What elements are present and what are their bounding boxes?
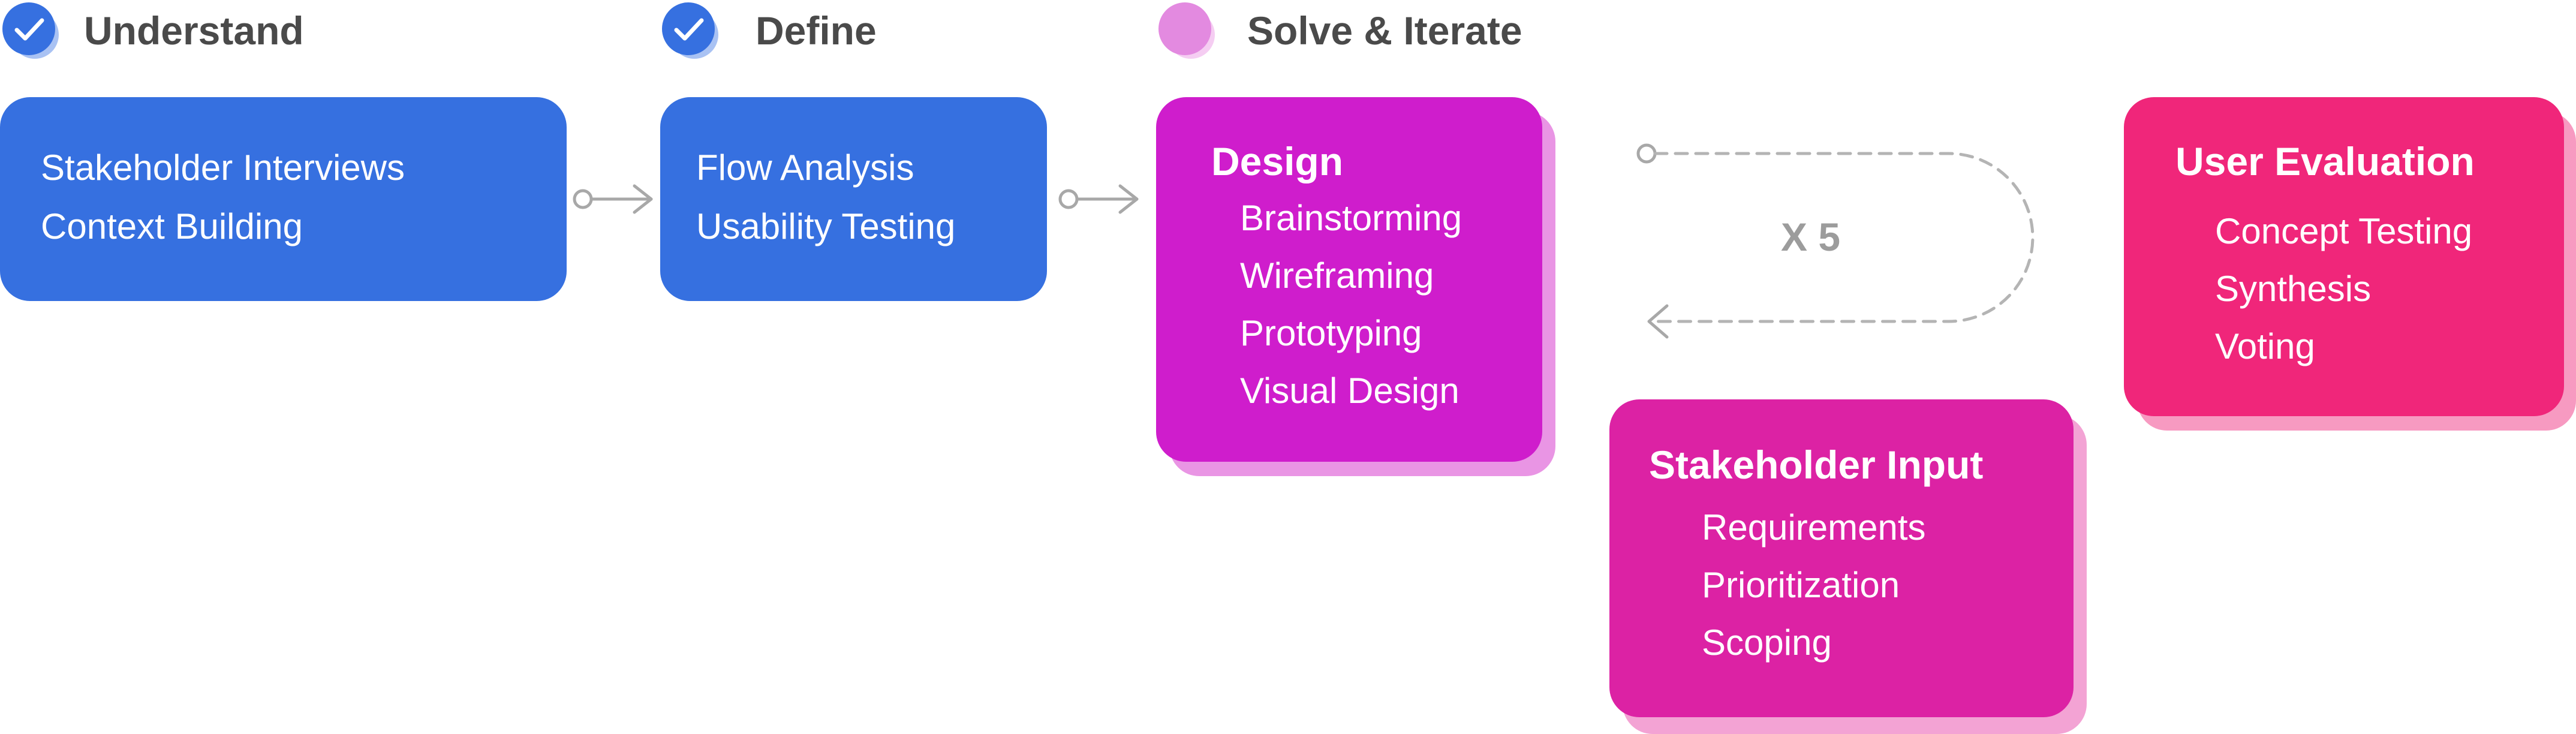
design-item: Visual Design (1240, 371, 1459, 411)
phase-header-understand: Understand (0, 0, 360, 60)
iteration-count-label: X 5 (1781, 215, 1841, 259)
understand-card: Stakeholder Interviews Context Building (0, 97, 567, 301)
design-item: Brainstorming (1240, 198, 1462, 238)
evaluation-item: Concept Testing (2215, 211, 2473, 251)
check-icon (662, 2, 718, 59)
phase-title-understand: Understand (84, 8, 304, 53)
user-evaluation-card: User Evaluation Concept Testing Synthesi… (2124, 97, 2564, 416)
understand-item: Context Building (41, 206, 303, 246)
define-item: Flow Analysis (696, 148, 914, 188)
stakeholder-item: Requirements (1702, 507, 1926, 548)
check-icon (2, 2, 59, 59)
stakeholder-input-card: Stakeholder Input Requirements Prioritiz… (1609, 399, 2074, 717)
define-item: Usability Testing (696, 206, 956, 246)
phase-header-solve-iterate: Solve & Iterate (1156, 0, 1636, 60)
understand-item: Stakeholder Interviews (41, 148, 405, 188)
phase-header-define: Define (660, 0, 959, 60)
define-card: Flow Analysis Usability Testing (660, 97, 1047, 301)
evaluation-item: Voting (2215, 326, 2315, 366)
phase-title-define: Define (756, 8, 877, 53)
design-card: Design Brainstorming Wireframing Prototy… (1156, 97, 1542, 462)
phase-title-solve-iterate: Solve & Iterate (1247, 8, 1522, 53)
design-item: Prototyping (1240, 313, 1422, 353)
arrow-connector-icon (1058, 184, 1139, 214)
stakeholder-card-title: Stakeholder Input (1649, 443, 1984, 487)
design-card-title: Design (1211, 139, 1344, 184)
iteration-loop-icon (1636, 143, 2035, 339)
evaluation-item: Synthesis (2215, 269, 2372, 309)
design-item: Wireframing (1240, 255, 1434, 296)
stakeholder-item: Scoping (1702, 622, 1832, 663)
stakeholder-item: Prioritization (1702, 565, 1900, 605)
arrow-connector-icon (573, 184, 653, 214)
evaluation-card-title: User Evaluation (2175, 139, 2475, 184)
pending-dot-icon (1158, 2, 1215, 59)
